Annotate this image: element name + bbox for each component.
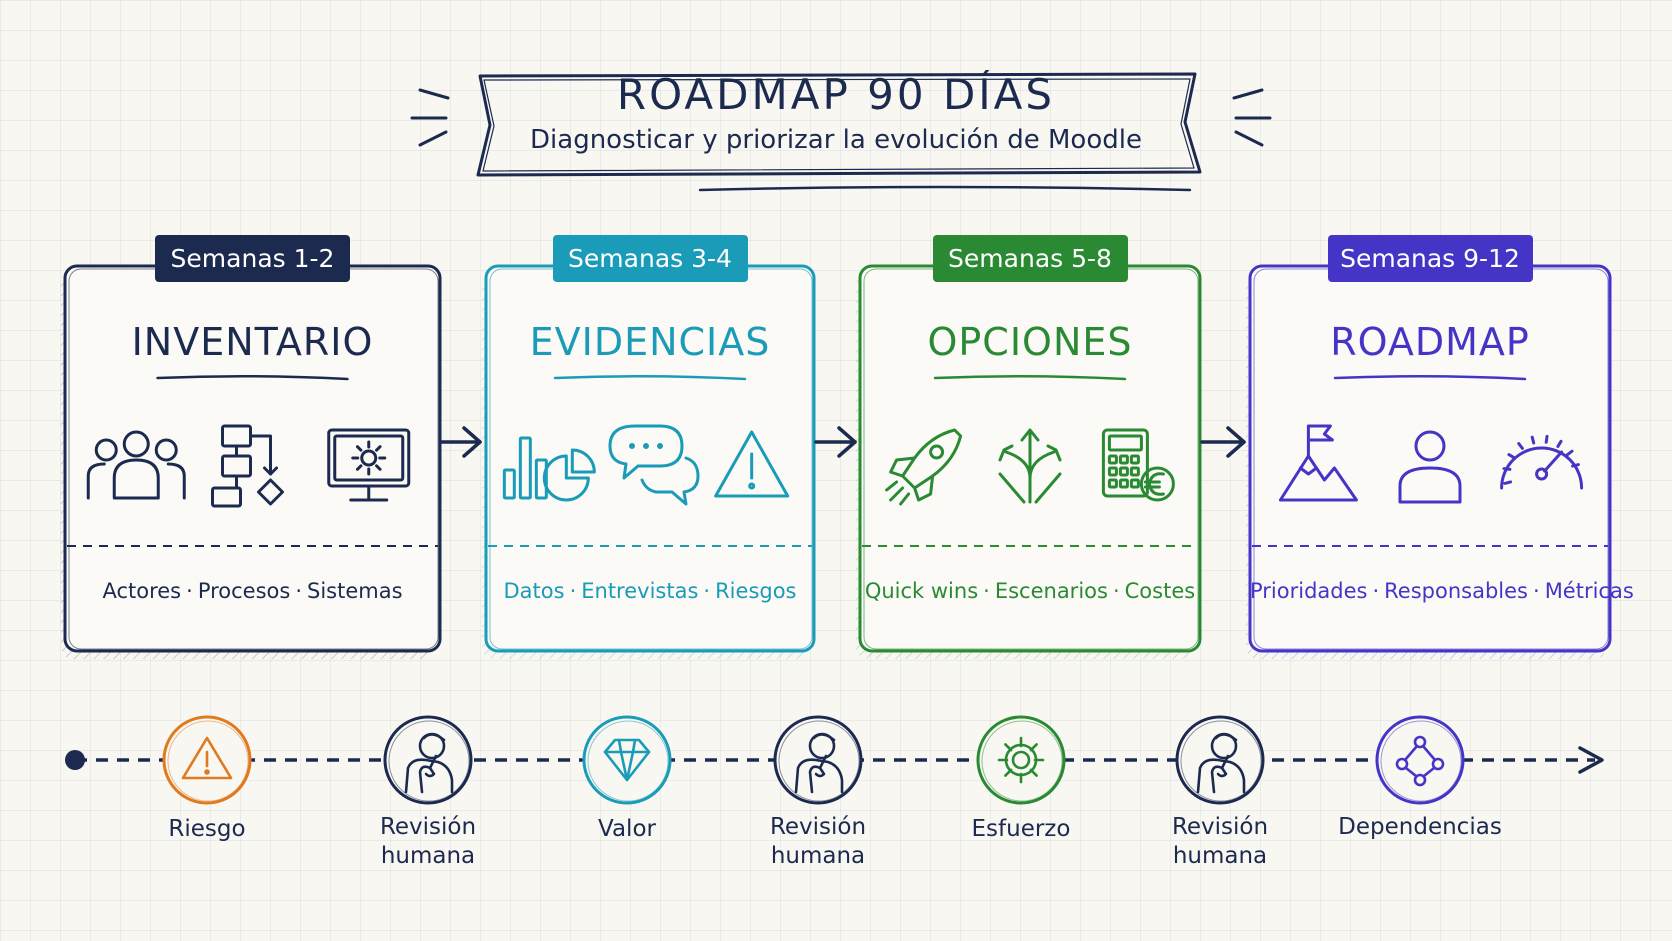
gear-icon <box>997 736 1045 784</box>
stage-badge: Semanas 5-8 <box>932 235 1128 282</box>
item-separator: · <box>1372 579 1380 603</box>
milestone-circle <box>582 715 672 805</box>
stage-badge: Semanas 1-2 <box>155 235 350 282</box>
diamond-icon <box>603 738 651 782</box>
stage-items: Quick wins·Escenarios·Costes <box>860 579 1200 603</box>
people-group-icon <box>86 430 186 500</box>
item-separator: · <box>186 579 193 603</box>
stage-item: Costes <box>1124 579 1196 603</box>
stage-items: Actores·Procesos·Sistemas <box>65 579 440 603</box>
stage-item: Entrevistas <box>581 579 699 603</box>
person-icon <box>1398 430 1462 504</box>
milestone-label: Valor <box>598 816 656 842</box>
item-separator: · <box>295 579 303 603</box>
milestone-circle-echo <box>587 720 669 802</box>
item-separator: · <box>983 579 990 603</box>
warning-triangle-icon <box>714 430 790 498</box>
title-underline <box>156 374 349 381</box>
stage-item: Escenarios <box>994 579 1108 603</box>
stage-item: Actores <box>102 579 182 603</box>
chat-bubbles-icon <box>608 424 700 506</box>
title-underline <box>553 374 747 381</box>
milestone-circle-echo <box>167 720 249 802</box>
page-title: ROADMAP 90 DÍAS <box>616 70 1056 119</box>
stage-items: Datos·Entrevistas·Riesgos <box>486 579 814 603</box>
stage-item: Riesgos <box>715 579 797 603</box>
speedometer-icon <box>1500 434 1584 490</box>
right-accent-stroke <box>1232 88 1264 100</box>
item-separator: · <box>703 579 711 603</box>
stage-item: Procesos <box>197 579 291 603</box>
stage-item: Quick wins <box>864 579 979 603</box>
timeline-start-dot <box>65 750 85 770</box>
stage-arrow <box>814 426 857 458</box>
item-separator: · <box>1112 579 1120 603</box>
thinking-person-icon <box>794 732 844 794</box>
split-arrows-icon <box>998 428 1062 504</box>
title-underline <box>1333 374 1527 381</box>
milestone-label: Riesgo <box>168 816 246 842</box>
warning-icon <box>181 736 233 780</box>
banner-underline <box>698 185 1192 192</box>
network-nodes-icon <box>1395 735 1445 787</box>
milestone-circle-echo <box>1180 720 1262 802</box>
milestone-7 <box>1375 715 1465 805</box>
stage-item: Datos <box>503 579 565 603</box>
stage-item: Sistemas <box>307 579 403 603</box>
bar-pie-chart-icon <box>502 436 596 502</box>
stage-arrow <box>440 426 482 458</box>
timeline-arrowhead <box>1578 746 1604 774</box>
stage-items: Prioridades·Responsables·Métricas <box>1250 579 1634 603</box>
arrow-head <box>837 426 857 458</box>
banner-outline-echo <box>482 78 1195 172</box>
milestone-label: Esfuerzo <box>971 816 1071 842</box>
stage-card-1 <box>61 264 442 659</box>
left-accent-stroke <box>418 88 450 100</box>
stage-title: INVENTARIO <box>131 320 374 364</box>
rocket-icon <box>885 428 963 506</box>
milestone-circle <box>1375 715 1465 805</box>
milestone-circle-echo <box>778 720 860 802</box>
stage-badge: Semanas 3-4 <box>552 235 748 282</box>
stage-item: Métricas <box>1544 579 1634 603</box>
left-accent-stroke <box>418 130 448 147</box>
title-banner <box>410 72 1272 192</box>
page-subtitle: Diagnosticar y priorizar la evolución de… <box>530 125 1142 155</box>
stage-item: Responsables <box>1384 579 1528 603</box>
milestone-label: Revisión humana <box>1171 814 1269 869</box>
item-separator: · <box>569 579 577 603</box>
milestone-5 <box>976 715 1066 805</box>
arrow-head <box>462 426 482 458</box>
milestone-label: Revisión humana <box>379 814 477 869</box>
stage-item: Prioridades <box>1250 579 1368 603</box>
stage-title: OPCIONES <box>927 320 1133 364</box>
stage-title: ROADMAP <box>1330 320 1530 364</box>
stage-title: EVIDENCIAS <box>529 320 771 364</box>
monitor-gear-icon <box>327 428 411 502</box>
mountain-flag-icon <box>1278 424 1358 502</box>
flowchart-icon <box>211 424 284 508</box>
banner-outline <box>476 72 1202 177</box>
calculator-euro-icon <box>1101 428 1175 502</box>
milestone-3 <box>582 715 672 805</box>
milestone-circle-echo <box>981 720 1063 802</box>
stage-badge: Semanas 9-12 <box>1327 235 1533 282</box>
right-accent-stroke <box>1234 130 1264 147</box>
milestone-circle-echo <box>1380 720 1462 802</box>
thinking-person-icon <box>1196 732 1246 794</box>
stage-arrow <box>1200 426 1246 458</box>
thinking-person-icon <box>404 732 454 794</box>
title-underline <box>933 374 1127 381</box>
milestone-circle <box>976 715 1066 805</box>
milestone-label: Dependencias <box>1338 814 1502 840</box>
item-separator: · <box>1533 579 1540 603</box>
arrow-head <box>1226 426 1246 458</box>
milestone-label: Revisión humana <box>769 814 867 869</box>
milestone-circle-echo <box>388 720 470 802</box>
